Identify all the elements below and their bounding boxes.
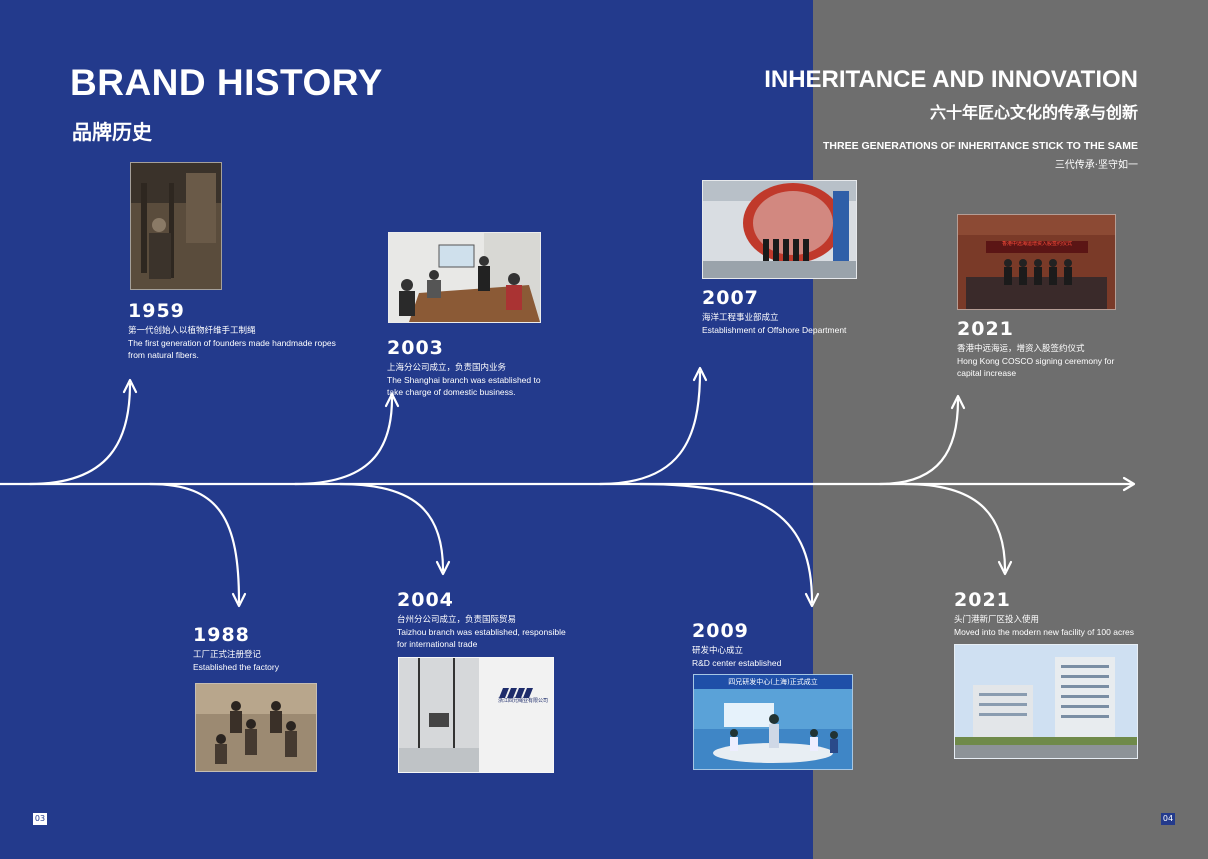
rd-center-banner: 四兄研发中心(上海)正式成立 — [694, 675, 852, 689]
event-desc-en: Moved into the modern new facility of 10… — [954, 627, 1135, 637]
branch-arrow-2007 — [598, 370, 702, 486]
branch-arrow-2003 — [293, 396, 394, 486]
event-desc-cn: 第一代创始人以植物纤维手工制绳 — [128, 326, 256, 336]
event-year: 2009 — [692, 620, 749, 642]
event-desc-cn: 头门港新厂区投入使用 — [954, 615, 1040, 625]
event-desc-cn: 上海分公司成立，负责国内业务 — [387, 363, 507, 373]
event-1988: 1988 工厂正式注册登记 Established the factory — [193, 624, 403, 673]
event-desc-cn: 研发中心成立 — [692, 646, 744, 656]
page-subtitle-cn: 品牌历史 — [72, 120, 152, 144]
event-2021-facility: 2021 头门港新厂区投入使用 Moved into the modern ne… — [954, 589, 1169, 638]
tagline-en: THREE GENERATIONS OF INHERITANCE STICK T… — [822, 140, 1138, 152]
branch-arrow-2021b — [903, 482, 1007, 572]
event-year: 1959 — [128, 300, 185, 322]
photo-2007-offshore — [702, 180, 857, 279]
section-title: INHERITANCE AND INNOVATION — [764, 66, 1138, 93]
event-year: 2021 — [957, 318, 1014, 340]
branch-arrow-2009 — [638, 482, 814, 604]
photo-1959-founder — [130, 162, 222, 290]
event-2004: 2004 台州分公司成立，负责国际贸易 Taizhou branch was e… — [397, 589, 567, 650]
event-2007: 2007 海洋工程事业部成立 Establishment of Offshore… — [702, 287, 912, 336]
event-desc-en: The Shanghai branch was established to t… — [387, 375, 541, 397]
photo-2003-meeting — [388, 232, 541, 323]
event-desc-en: The first generation of founders made ha… — [128, 338, 336, 360]
section-subtitle-cn: 六十年匠心文化的传承与创新 — [929, 103, 1138, 122]
ceremony-led-banner: 香港中远海运增资入股签约仪式 — [986, 241, 1088, 253]
event-2021-ceremony: 2021 香港中远海运，增资入股签约仪式 Hong Kong COSCO sig… — [957, 318, 1132, 379]
event-desc-cn: 香港中远海运，增资入股签约仪式 — [957, 344, 1085, 354]
timeline-end-arrowhead — [1122, 476, 1136, 492]
tagline-cn: 三代传承·坚守如一 — [1054, 160, 1138, 171]
photo-2009-rd-center: 四兄研发中心(上海)正式成立 — [693, 674, 853, 770]
page-title: BRAND HISTORY — [70, 62, 383, 103]
event-2003: 2003 上海分公司成立，负责国内业务 The Shanghai branch … — [387, 337, 547, 398]
branch-arrow-2021a — [878, 398, 960, 486]
event-year: 1988 — [193, 624, 250, 646]
branch-arrow-2004 — [338, 482, 445, 572]
photo-2021-new-facility — [954, 644, 1138, 759]
event-year: 2021 — [954, 589, 1011, 611]
event-desc-en: Establishment of Offshore Department — [702, 325, 847, 335]
photo-2004-office: 浙江四兄绳业有限公司 — [398, 657, 554, 773]
office-wall-logo-text: 浙江四兄绳业有限公司 — [497, 698, 548, 704]
event-desc-en: Hong Kong COSCO signing ceremony for cap… — [957, 356, 1115, 378]
photo-1988-factory — [195, 683, 317, 772]
event-2009: 2009 研发中心成立 R&D center established — [692, 620, 902, 669]
page-number-left: 03 — [33, 813, 47, 825]
branch-arrow-1959 — [28, 382, 132, 486]
event-desc-en: R&D center established — [692, 658, 782, 668]
event-year: 2007 — [702, 287, 759, 309]
event-1959: 1959 第一代创始人以植物纤维手工制绳 The first generatio… — [128, 300, 338, 361]
event-desc-en: Established the factory — [193, 662, 279, 672]
event-year: 2004 — [397, 589, 454, 611]
event-desc-cn: 海洋工程事业部成立 — [702, 313, 779, 323]
event-desc-en: Taizhou branch was established, responsi… — [397, 627, 566, 649]
page-number-right: 04 — [1161, 813, 1175, 825]
photo-2021-ceremony: 香港中远海运增资入股签约仪式 — [957, 214, 1116, 310]
event-desc-cn: 工厂正式注册登记 — [193, 650, 262, 660]
event-desc-cn: 台州分公司成立，负责国际贸易 — [397, 615, 517, 625]
branch-arrow-1988 — [148, 482, 241, 604]
event-year: 2003 — [387, 337, 444, 359]
